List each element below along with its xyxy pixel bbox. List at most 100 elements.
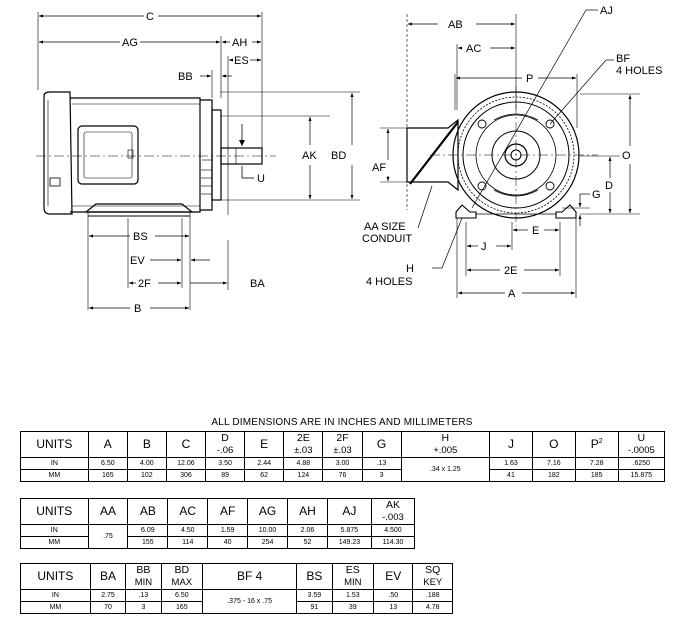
cell-AF: 40 — [207, 536, 249, 549]
cell-J: 1.63 — [489, 457, 533, 470]
cell-AC: 114 — [167, 536, 209, 549]
header-2E-tolerance: ±.03 — [294, 444, 313, 456]
dim-U-label: U — [257, 173, 265, 185]
header-B: B — [126, 431, 167, 458]
cell-G: 3 — [361, 469, 402, 482]
dim-AG-label: AG — [122, 37, 138, 49]
side-view — [36, 12, 360, 310]
dim-G-label: G — [592, 189, 601, 201]
dim-2E-label: 2E — [504, 265, 517, 277]
header-AK: AK-.003 — [370, 498, 416, 525]
table-row: MM 155 114 40 254 52 149.23 114.30 — [20, 536, 416, 549]
cell-U: 15.875 — [617, 469, 666, 482]
row-unit: MM — [20, 601, 91, 614]
side-view-labels: C AG AH ES BB AK BD U BS EV 2F BA B — [122, 11, 346, 315]
header-BB-main: BB — [136, 564, 151, 577]
header-O: O — [531, 431, 576, 458]
cell-AB: 6.09 — [127, 524, 169, 537]
header-AB: AB — [127, 498, 169, 525]
header-BD-main: BD — [174, 564, 190, 577]
cell-BS: 3.59 — [296, 589, 333, 602]
table-2-header-row: UNITS AA AB AC AF AG AH AJ AK-.003 — [20, 498, 416, 525]
row-unit: MM — [20, 469, 89, 482]
header-H-main: H — [441, 432, 450, 445]
cell-D: 89 — [205, 469, 246, 482]
cell-AA-merged: .75 — [87, 524, 129, 549]
cell-E: 62 — [244, 469, 285, 482]
cell-BD: 165 — [160, 601, 204, 614]
dimensions-table-1: UNITS A B C D-.06 E 2E±.03 2F±.03 G H+.0… — [20, 431, 666, 482]
cell-SQ: 4.78 — [412, 601, 453, 614]
header-BD-sub: MAX — [171, 576, 193, 588]
header-E: E — [244, 431, 285, 458]
header-AC: AC — [167, 498, 209, 525]
cell-AK: 4.500 — [370, 524, 416, 537]
cell-2F: 76 — [322, 469, 363, 482]
cell-AG: 10.00 — [247, 524, 289, 537]
dim-EV-label: EV — [130, 255, 145, 267]
dim-AK-label: AK — [302, 150, 317, 162]
cell-2F: 3.00 — [322, 457, 363, 470]
table-row: IN 2.75 .13 6.50 .375 - 16 x .75 3.59 1.… — [20, 589, 453, 614]
cell-A: 6.50 — [87, 457, 128, 470]
cell-G: .13 — [361, 457, 402, 470]
cell-BS: 91 — [296, 601, 333, 614]
cell-AJ: 5.875 — [326, 524, 372, 537]
dimensions-caption: ALL DIMENSIONS ARE IN INCHES AND MILLIME… — [211, 417, 473, 428]
header-J: J — [489, 431, 533, 458]
cell-B: 102 — [126, 469, 167, 482]
dim-P-label: P — [526, 73, 533, 85]
header-BF4: BF 4 — [202, 563, 298, 590]
dim-AF-label: AF — [372, 162, 386, 174]
dim-E-label: E — [532, 225, 539, 237]
cell-C: 306 — [165, 469, 207, 482]
cell-P: 185 — [574, 469, 619, 482]
cell-O: 182 — [531, 469, 576, 482]
dim-AJ-label: AJ — [600, 5, 613, 17]
cell-BB: 3 — [125, 601, 162, 614]
header-D-tolerance: -.06 — [216, 444, 234, 456]
header-BB-sub: MIN — [134, 576, 153, 588]
header-SQ-main: SQ — [425, 564, 441, 577]
row-unit: IN — [20, 524, 89, 537]
header-ES-main: ES — [345, 564, 360, 577]
row-unit: IN — [20, 457, 89, 470]
header-BA: BA — [89, 563, 127, 590]
cell-AJ: 149.23 — [326, 536, 372, 549]
header-2F-main: 2F — [336, 432, 349, 445]
cell-J: 41 — [489, 469, 533, 482]
header-ES-sub: MIN — [344, 576, 362, 588]
row-unit: IN — [20, 589, 91, 602]
dim-BS-label: BS — [133, 231, 148, 243]
front-view-labels: AB AC AJ BF 4 HOLES P O AF D G AA SIZE C… — [362, 5, 662, 300]
cell-BB: .13 — [125, 589, 162, 602]
header-H: H+.005 — [400, 431, 491, 458]
cell-H-merged: .34 x 1.25 — [400, 457, 491, 482]
table-row: IN 6.50 4.00 12.06 3.50 2.44 4.88 3.00 .… — [20, 457, 666, 482]
dim-C-label: C — [146, 11, 154, 23]
cell-BA: 2.75 — [89, 589, 127, 602]
header-AF: AF — [207, 498, 249, 525]
header-2E: 2E±.03 — [283, 431, 324, 458]
table-1-header-row: UNITS A B C D-.06 E 2E±.03 2F±.03 G H+.0… — [20, 431, 666, 458]
row-unit: MM — [20, 536, 89, 549]
dim-2F-label: 2F — [138, 278, 151, 290]
header-AK-main: AK — [385, 499, 400, 512]
dim-D-label: D — [605, 180, 613, 192]
header-2F-tolerance: ±.03 — [333, 444, 352, 456]
header-U-main: U — [637, 432, 646, 445]
header-H-tolerance: +.005 — [433, 444, 458, 456]
cell-BF-merged: .375 - 16 x .75 — [202, 589, 298, 614]
cell-AC: 4.50 — [167, 524, 209, 537]
cell-2E: 4.88 — [283, 457, 324, 470]
header-units: UNITS — [20, 431, 89, 458]
dim-BA-label: BA — [250, 278, 265, 290]
dim-AC-label: AC — [466, 43, 481, 55]
cell-B: 4.00 — [126, 457, 167, 470]
front-view — [380, 9, 640, 298]
